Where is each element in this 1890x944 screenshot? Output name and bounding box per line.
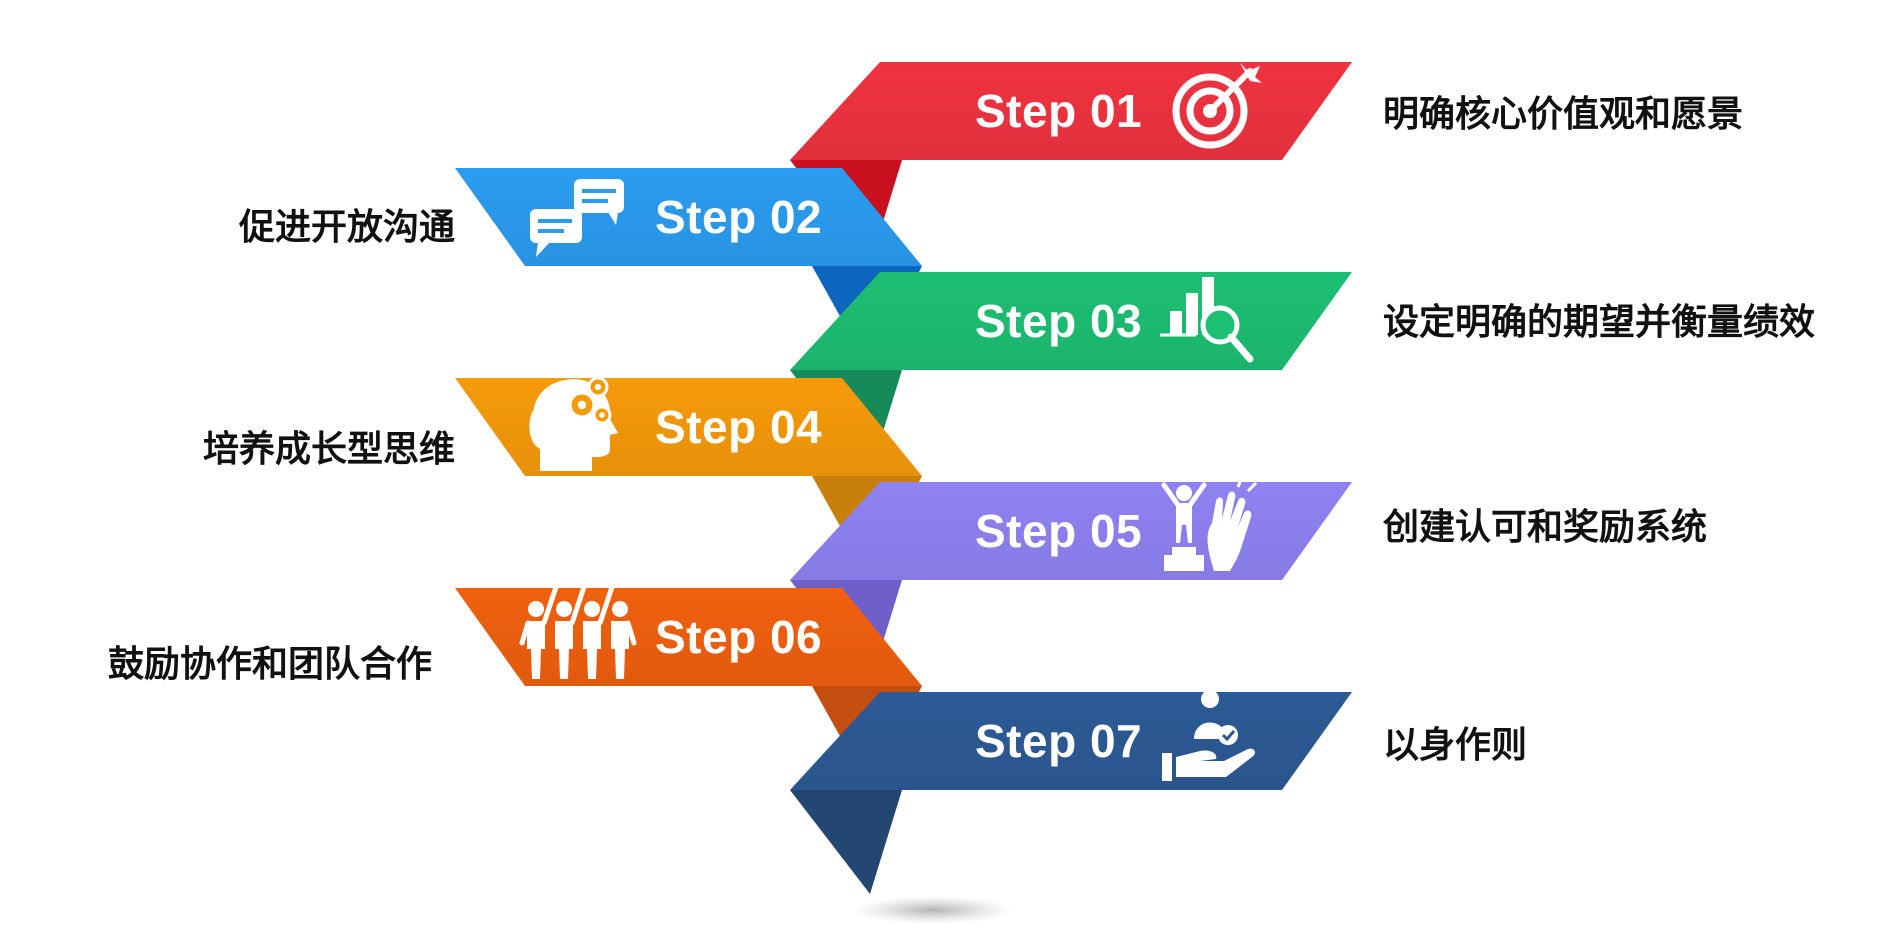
team-icon <box>519 584 637 679</box>
step-1-description: 明确核心价值观和愿景 <box>1383 94 1744 135</box>
step-6-label: Step 06 <box>655 611 822 663</box>
step-4-banner: Step 04 <box>455 376 922 476</box>
step-4-description: 培养成长型思维 <box>202 429 455 470</box>
step-6-description: 鼓励协作和团队合作 <box>107 644 432 685</box>
chat-bubbles-icon <box>530 179 624 257</box>
step-2-banner: Step 02 <box>455 168 922 266</box>
floor-shadow <box>853 896 1013 924</box>
step-7-banner: Step 07 <box>790 690 1352 790</box>
target-icon <box>1172 63 1262 149</box>
step-2-description: 促进开放沟通 <box>238 207 455 248</box>
head-gears-icon <box>529 376 618 471</box>
step-1-banner: Step 01 <box>790 62 1352 160</box>
step-5-description: 创建认可和奖励系统 <box>1383 507 1708 548</box>
step-5-banner: Step 05 <box>790 476 1352 580</box>
step-4-label: Step 04 <box>655 401 822 453</box>
step-5-label: Step 05 <box>975 505 1142 557</box>
step-7-fold <box>790 790 902 894</box>
step-7-label: Step 07 <box>975 715 1142 767</box>
chart-magnifier-icon <box>1160 277 1254 363</box>
step-6-banner: Step 06 <box>455 584 922 686</box>
step-2-label: Step 02 <box>655 191 822 243</box>
winner-clap-icon <box>1161 476 1258 571</box>
step-3-description: 设定明确的期望并衡量绩效 <box>1383 302 1816 343</box>
step-1-label: Step 01 <box>975 85 1142 137</box>
step-3-banner: Step 03 <box>790 272 1352 370</box>
step-3-label: Step 03 <box>975 295 1142 347</box>
step-7-description: 以身作则 <box>1383 725 1528 766</box>
hand-person-icon <box>1162 690 1255 781</box>
